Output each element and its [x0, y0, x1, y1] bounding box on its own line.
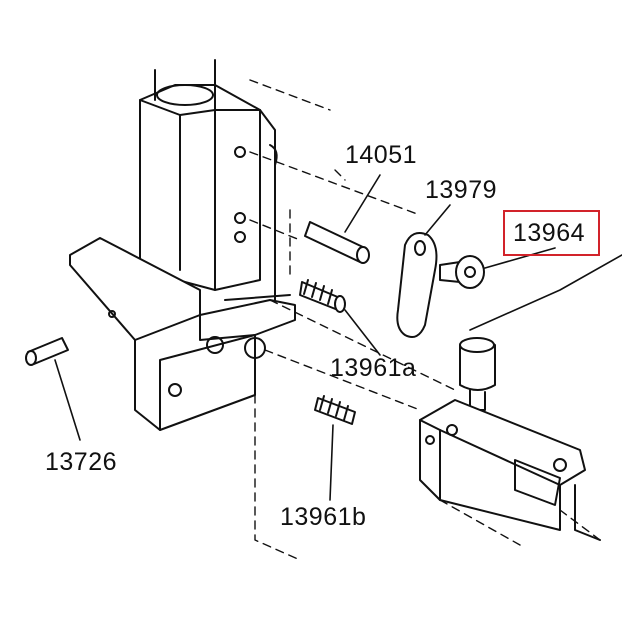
part-label-14051: 14051: [345, 141, 418, 169]
part-label-13964: 13964: [513, 219, 586, 247]
link-13979: [396, 204, 451, 338]
part-label-13979: 13979: [425, 176, 498, 204]
set-screw-13726: [25, 337, 81, 441]
lower-arm: [69, 237, 296, 431]
slider-assembly: [419, 254, 622, 541]
highlight-box: [503, 210, 600, 256]
pin-14051: [304, 174, 381, 264]
main-bracket: [139, 59, 278, 301]
set-screw-13961b: [314, 395, 356, 501]
screw-13964: [439, 247, 556, 289]
part-label-13726: 13726: [45, 448, 118, 476]
part-label-13961b: 13961b: [280, 503, 367, 531]
set-screw-13961a: [299, 279, 381, 356]
part-label-13961a: 13961a: [330, 354, 417, 382]
assembly-lines: [249, 79, 601, 561]
